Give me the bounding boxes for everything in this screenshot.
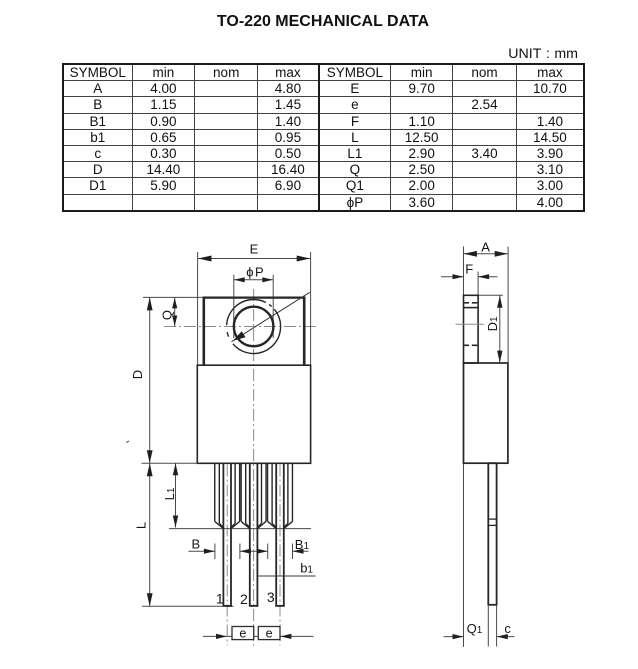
- svg-text:e: e: [239, 626, 246, 640]
- svg-text:D1: D1: [485, 316, 500, 331]
- svg-text:B1: B1: [295, 537, 310, 552]
- svg-text:b1: b1: [300, 561, 313, 576]
- svg-text:E: E: [250, 242, 259, 257]
- svg-text:A: A: [481, 239, 490, 254]
- svg-text:1: 1: [216, 590, 224, 606]
- svg-text:F: F: [465, 262, 473, 277]
- svg-text:Q: Q: [160, 310, 175, 320]
- svg-text:Q1: Q1: [467, 621, 483, 636]
- svg-text:2: 2: [240, 591, 248, 607]
- svg-text:ϕP: ϕP: [246, 265, 263, 280]
- svg-text:L1: L1: [162, 487, 177, 500]
- svg-text:L: L: [134, 522, 149, 529]
- svg-text:e: e: [266, 626, 273, 640]
- svg-text:B: B: [191, 537, 200, 552]
- svg-text:3: 3: [267, 589, 275, 605]
- svg-text:c: c: [504, 621, 511, 636]
- svg-text:D: D: [130, 370, 145, 379]
